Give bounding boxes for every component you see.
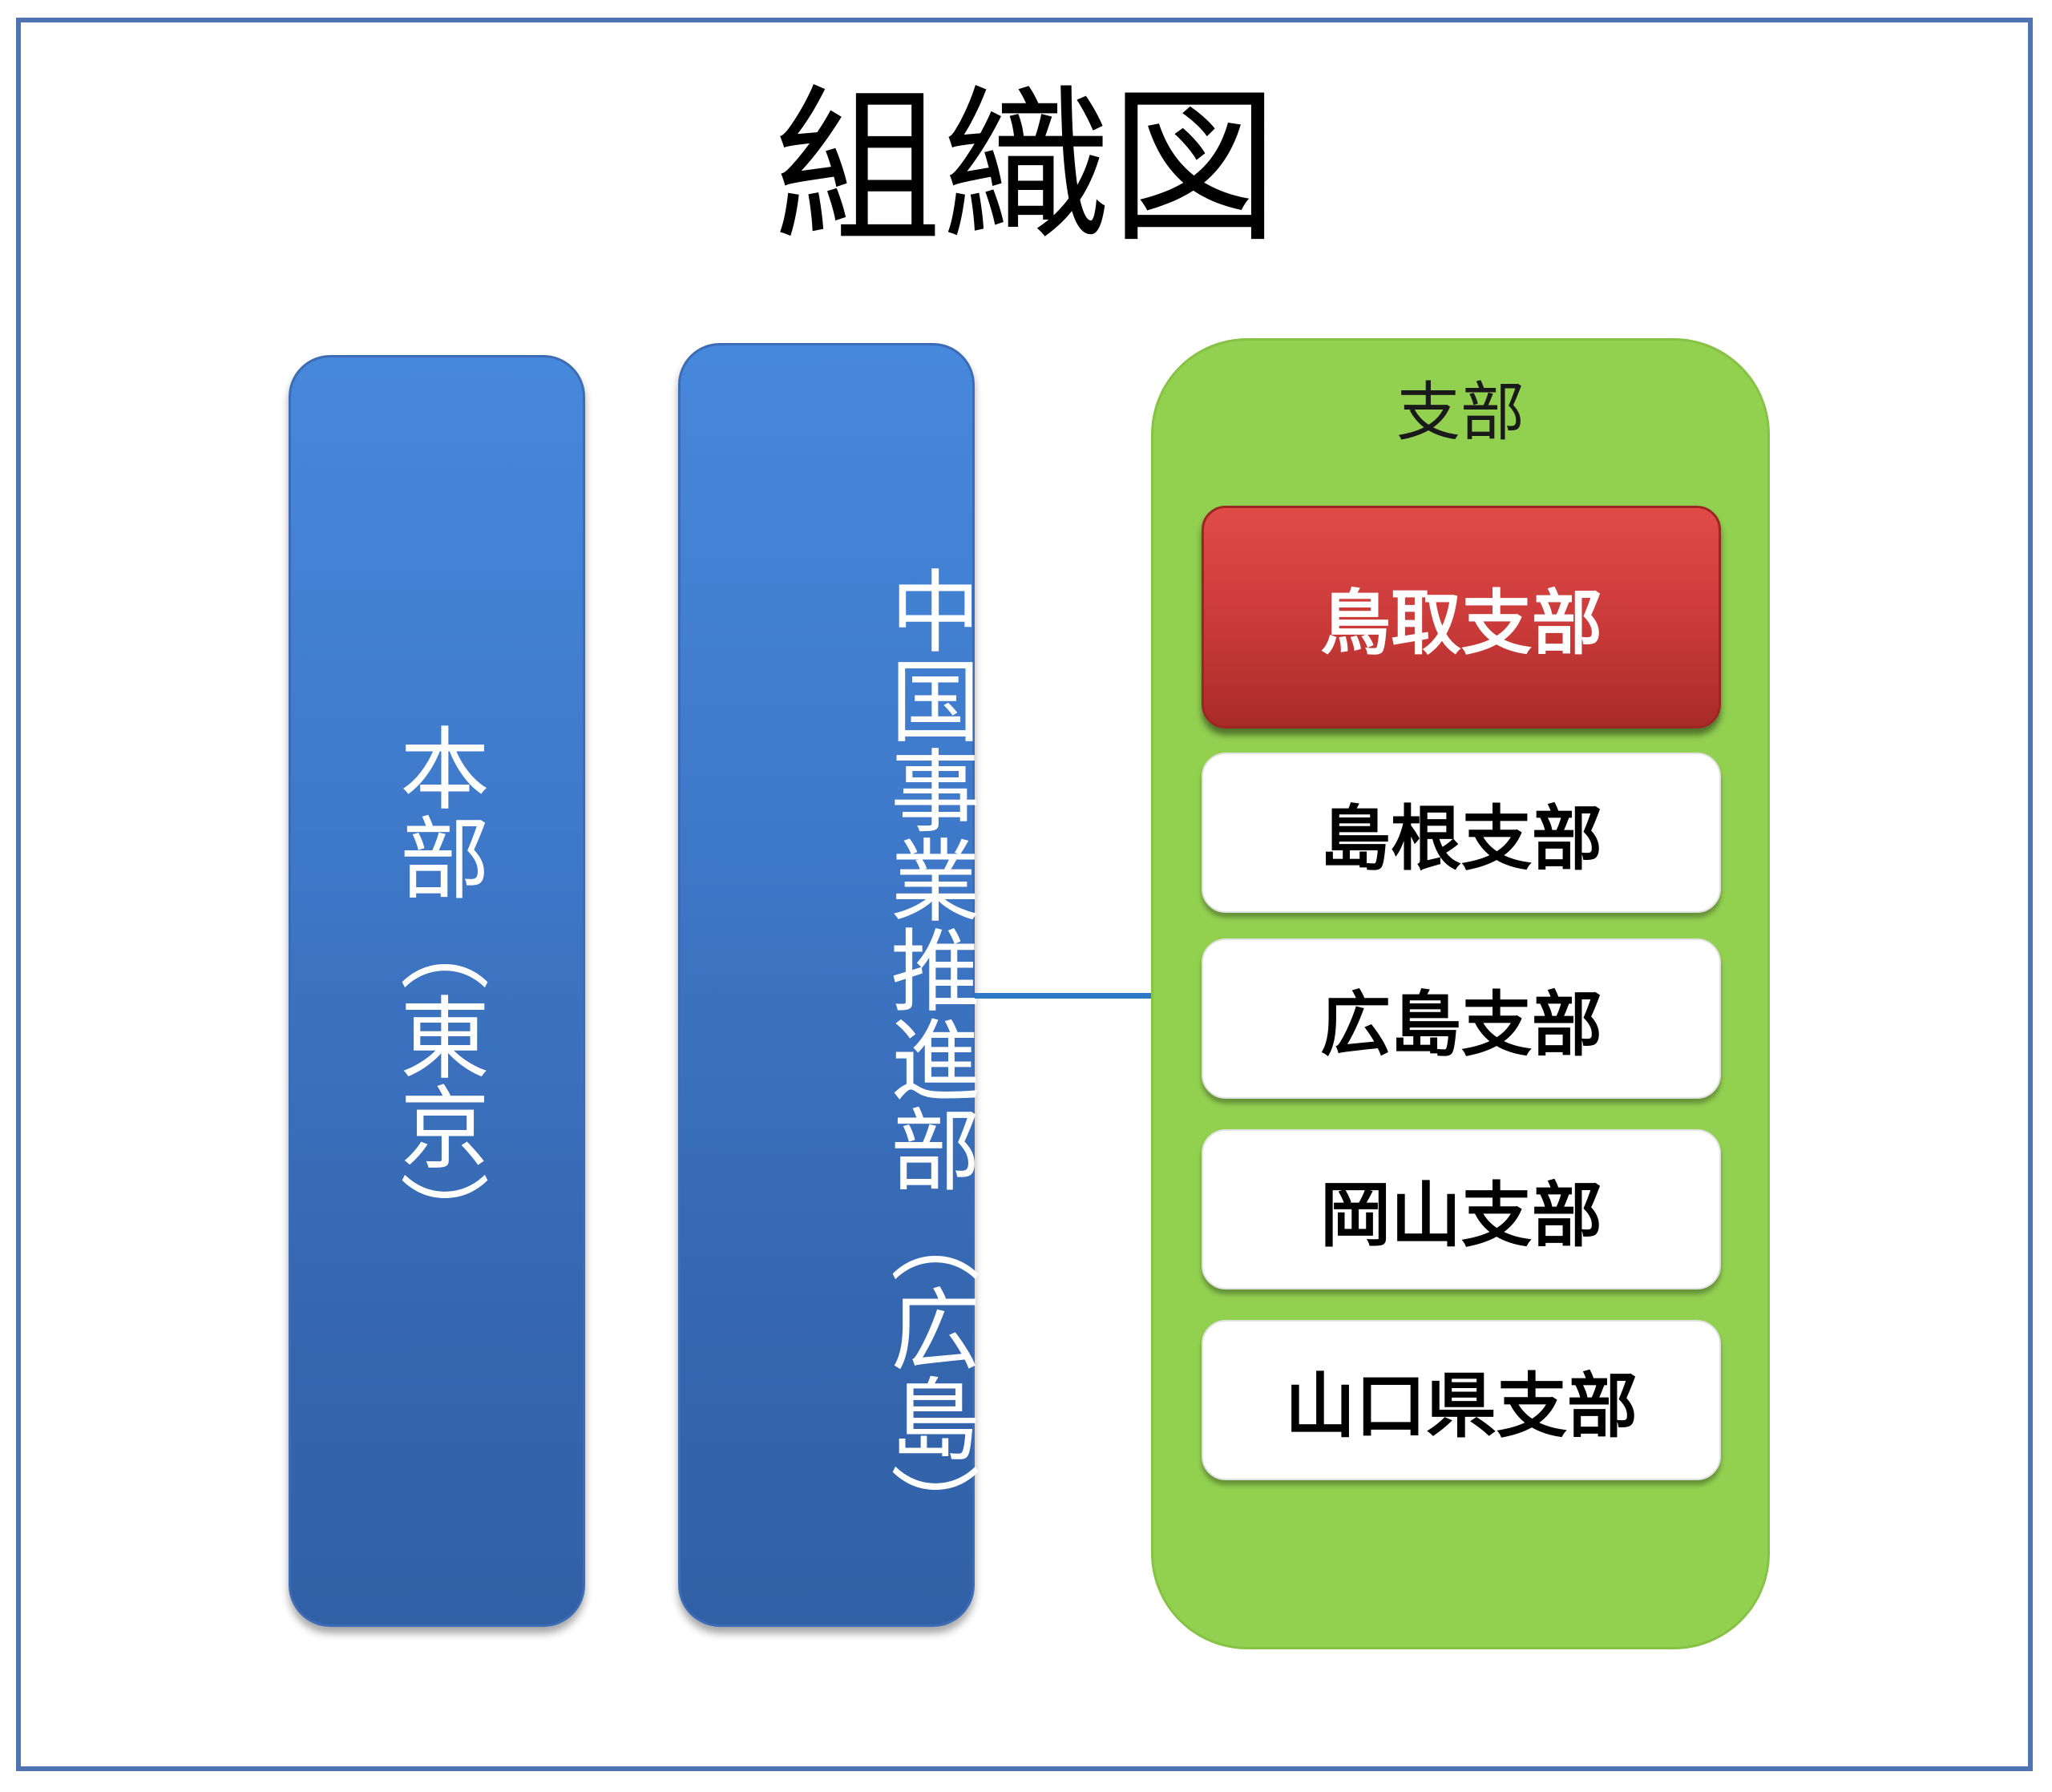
branch-group-label: 支部 <box>1396 375 1525 450</box>
department-honbu-label: 本部（東京） <box>385 721 489 1261</box>
branch-group-box: 支部 鳥取支部 島根支部 広島支部 岡山支部 山口県支部 <box>1151 338 1770 1649</box>
branch-okayama: 岡山支部 <box>1202 1129 1721 1290</box>
diagram-title: 組織図 <box>773 70 1278 266</box>
branch-shimane: 島根支部 <box>1202 753 1721 913</box>
connector-line <box>975 993 1151 999</box>
branch-yamaguchi: 山口県支部 <box>1202 1320 1721 1480</box>
department-chugoku-label: 中国事業推進部（広島） <box>875 565 980 1552</box>
branch-tottori: 鳥取支部 <box>1202 506 1721 729</box>
department-honbu-box: 本部（東京） <box>289 355 585 1627</box>
department-chugoku-box: 中国事業推進部（広島） <box>678 343 980 1627</box>
branch-hiroshima: 広島支部 <box>1202 938 1721 1099</box>
